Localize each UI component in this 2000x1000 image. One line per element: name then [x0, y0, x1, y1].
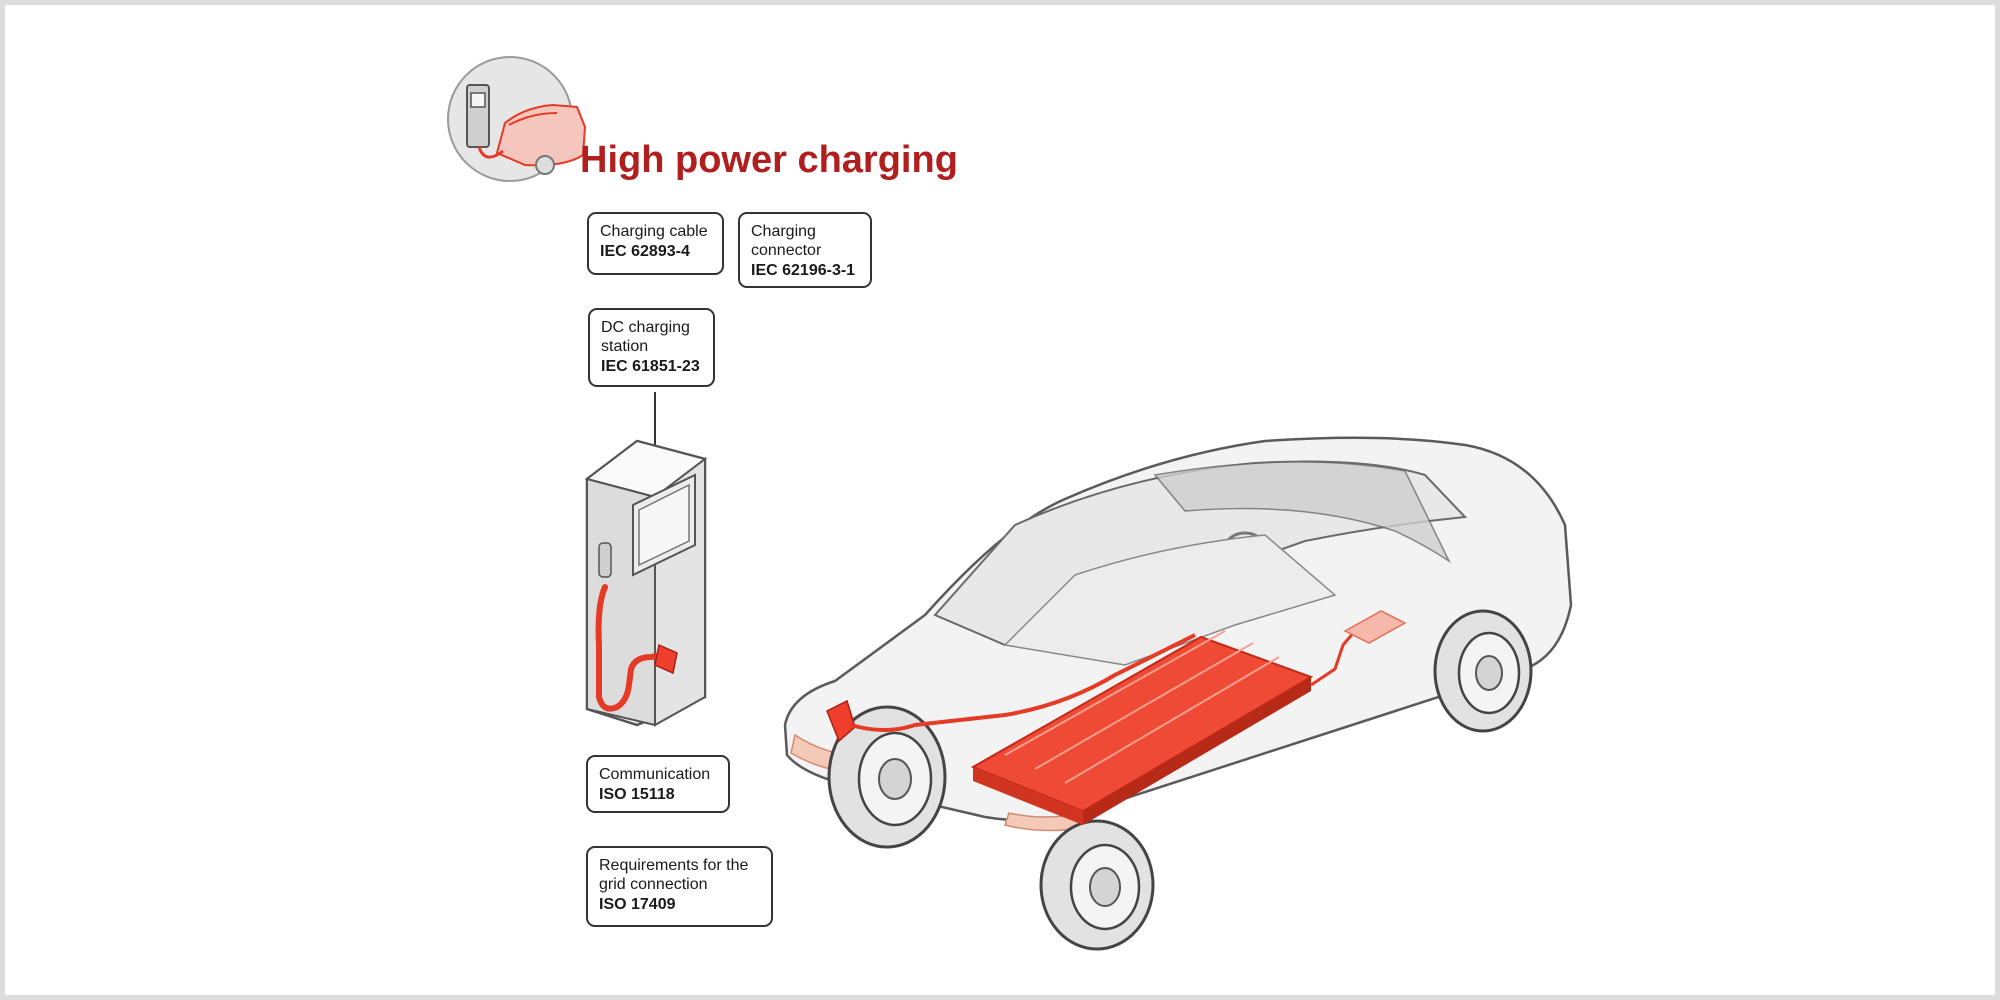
dc-charging-station-standard: IEC 61851-23: [601, 358, 700, 375]
front-left-wheel: [827, 705, 947, 849]
dc-charging-station: [584, 439, 708, 727]
charging-connector-label: Charging connector IEC 62196-3-1: [738, 212, 872, 288]
charging-illustration: [447, 56, 1573, 951]
charging-connector-standard: IEC 62196-3-1: [751, 262, 856, 279]
charging-connector-label-text: Charging connector: [751, 223, 822, 259]
diagram-frame: High power charging Charging cable IEC 6…: [5, 5, 1995, 995]
communication-label-text: Communication: [599, 766, 711, 783]
charging-cable-standard: IEC 62893-4: [600, 243, 690, 260]
charging-cable-label-text: Charging cable: [600, 223, 708, 240]
grid-connection-standard: ISO 17409: [599, 896, 676, 913]
grid-connection-label: Requirements for the grid connection ISO…: [586, 846, 773, 927]
power-electronics: [1343, 610, 1407, 644]
electric-car: [783, 436, 1573, 951]
rear-left-wheel: [1039, 819, 1155, 951]
communication-standard: ISO 15118: [599, 786, 675, 803]
battery-pack: [970, 630, 1314, 825]
charging-cable-label: Charging cable IEC 62893-4: [587, 212, 724, 275]
communication-label: Communication ISO 15118: [586, 755, 730, 813]
rear-right-wheel: [1433, 609, 1533, 733]
dc-charging-station-label-text: DC charging station: [601, 319, 690, 355]
car-hv-cable: [850, 633, 1196, 732]
dc-charging-station-label: DC charging station IEC 61851-23: [588, 308, 715, 387]
charging-car-icon: [447, 56, 587, 182]
page-title: High power charging: [580, 139, 958, 181]
grid-connection-label-text: Requirements for the grid connection: [599, 857, 749, 893]
